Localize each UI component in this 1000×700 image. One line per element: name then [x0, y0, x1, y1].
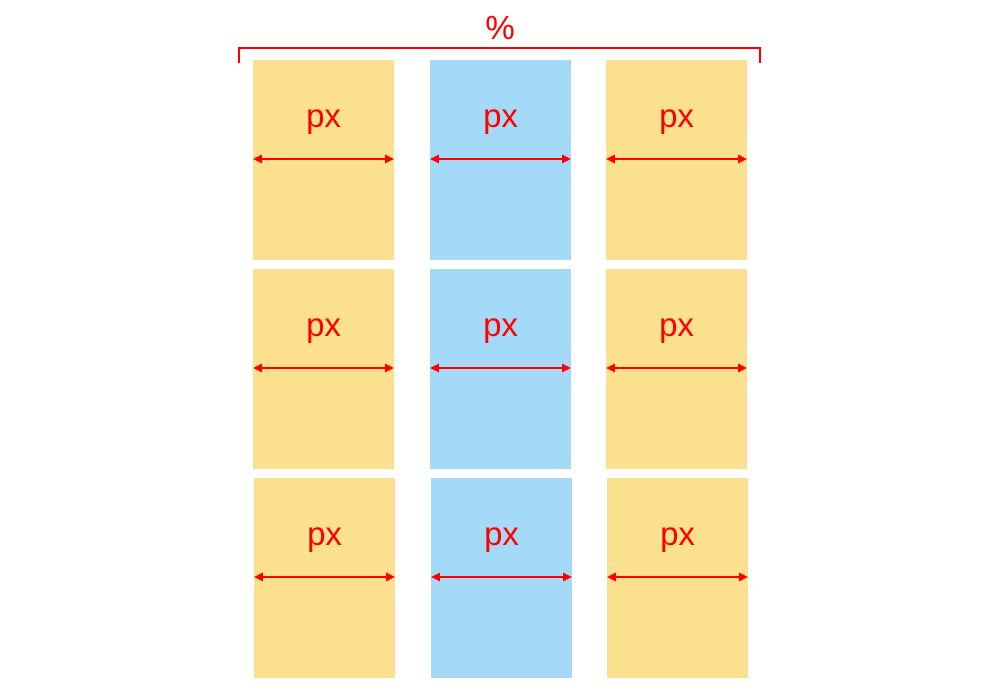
arrowhead-left	[253, 363, 262, 373]
grid-cell-r1-c1: px	[253, 60, 394, 260]
double-arrow-icon	[254, 572, 395, 582]
grid-cell-r3-c2: px	[431, 478, 572, 678]
cell-width-unit-label: px	[660, 515, 695, 552]
arrowhead-right	[738, 363, 747, 373]
double-arrow-icon	[253, 363, 394, 373]
cell-width-unit-label: px	[307, 515, 342, 552]
arrowhead-left	[254, 572, 263, 582]
double-arrow-icon	[431, 572, 572, 582]
grid-cell-r1-c2: px	[430, 60, 571, 260]
arrowhead-left	[431, 572, 440, 582]
overall-width-unit-label: %	[485, 9, 515, 46]
cell-width-unit-label: px	[484, 515, 519, 552]
arrowhead-left	[253, 154, 262, 164]
arrowhead-left	[606, 363, 615, 373]
double-arrow-icon	[606, 154, 747, 164]
grid-cell-r3-c3: px	[607, 478, 748, 678]
arrowhead-right	[562, 363, 571, 373]
arrowhead-right	[385, 363, 394, 373]
double-arrow-icon	[253, 154, 394, 164]
double-arrow-icon	[430, 154, 571, 164]
grid-cell-r2-c2: px	[430, 269, 571, 469]
cell-width-unit-label: px	[483, 97, 518, 134]
arrowhead-right	[562, 154, 571, 164]
cell-width-unit-label: px	[659, 306, 694, 343]
arrowhead-left	[607, 572, 616, 582]
double-arrow-icon	[606, 363, 747, 373]
cell-width-unit-label: px	[306, 97, 341, 134]
cell-width-unit-label: px	[483, 306, 518, 343]
arrowhead-right	[385, 154, 394, 164]
grid-cell-r2-c3: px	[606, 269, 747, 469]
arrowhead-left	[430, 154, 439, 164]
grid-cell-r1-c3: px	[606, 60, 747, 260]
double-arrow-icon	[607, 572, 748, 582]
arrowhead-right	[738, 154, 747, 164]
cell-width-unit-label: px	[659, 97, 694, 134]
arrowhead-right	[739, 572, 748, 582]
arrowhead-left	[606, 154, 615, 164]
grid-cell-r2-c1: px	[253, 269, 394, 469]
overall-width-bracket	[238, 47, 761, 63]
arrowhead-left	[430, 363, 439, 373]
grid-cell-r3-c1: px	[254, 478, 395, 678]
cell-width-unit-label: px	[306, 306, 341, 343]
double-arrow-icon	[430, 363, 571, 373]
arrowhead-right	[386, 572, 395, 582]
arrowhead-right	[563, 572, 572, 582]
